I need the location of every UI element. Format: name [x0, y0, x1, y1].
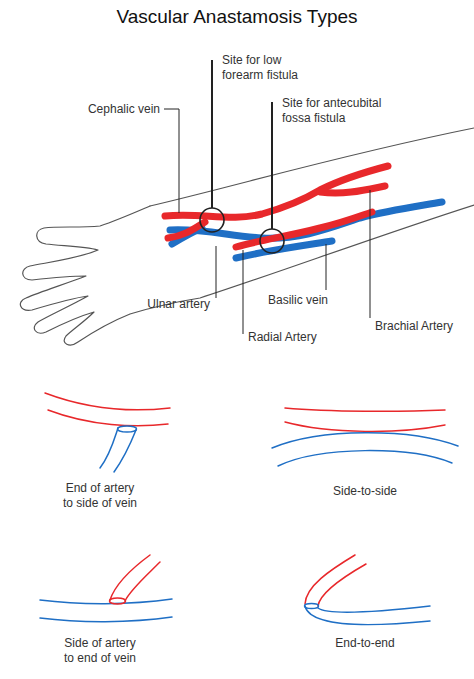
hand-outline	[20, 205, 474, 345]
site-label: Site for antecubital fossa fistula	[282, 96, 397, 126]
artery-wall	[45, 393, 170, 410]
vein-wall	[40, 599, 172, 604]
artery	[165, 166, 388, 217]
leader-line	[326, 244, 327, 290]
leader-line	[164, 109, 179, 213]
artery-wall	[305, 555, 355, 604]
vein-wall	[318, 606, 430, 612]
vessel-label: Cephalic vein	[40, 102, 160, 117]
vessel-label: Radial Artery	[248, 330, 368, 345]
leader-line	[211, 60, 213, 208]
leader-line	[243, 250, 244, 334]
arteries	[165, 166, 388, 247]
artery-wall	[318, 564, 366, 606]
end-to-end-sketch	[305, 555, 431, 625]
end-to-side-sketch	[45, 393, 170, 472]
vein-opening	[118, 426, 137, 432]
vein-wall	[278, 451, 452, 466]
artery	[320, 186, 385, 193]
artery-wall	[285, 408, 445, 411]
artery-wall	[285, 422, 445, 431]
anastomosis-join	[305, 604, 319, 609]
vein-wall	[114, 430, 136, 472]
technique-label: Side of artery to end of vein	[61, 636, 139, 666]
arm-outline	[20, 128, 474, 345]
vessel-label: Ulnar artery	[90, 297, 210, 312]
artery-wall	[48, 410, 168, 426]
fistula-site-circle	[200, 208, 224, 232]
vessel-label: Basilic vein	[268, 293, 388, 308]
artery-wall	[125, 562, 160, 601]
title: Vascular Anastamosis Types	[0, 6, 474, 28]
site-label: Site for low forearm fistula	[222, 53, 312, 83]
side-to-end-sketch	[40, 555, 172, 622]
technique-label: End-to-end	[305, 636, 425, 651]
vein-wall	[272, 433, 458, 448]
artery	[168, 222, 205, 238]
veins	[170, 202, 442, 258]
side-to-side-sketch	[272, 408, 458, 466]
vein-wall	[40, 617, 172, 622]
leader-line	[271, 102, 273, 229]
leader-line	[370, 190, 371, 318]
fistula-site-circle	[260, 229, 284, 253]
vein-wall	[305, 606, 430, 625]
technique-label: End of artery to side of vein	[61, 481, 139, 511]
technique-label: Side-to-side	[305, 484, 425, 499]
artery-opening	[110, 598, 126, 604]
vein-wall	[100, 428, 118, 468]
vessel-label: Brachial Artery	[375, 319, 474, 334]
leader-line	[216, 246, 217, 298]
artery	[236, 212, 372, 247]
